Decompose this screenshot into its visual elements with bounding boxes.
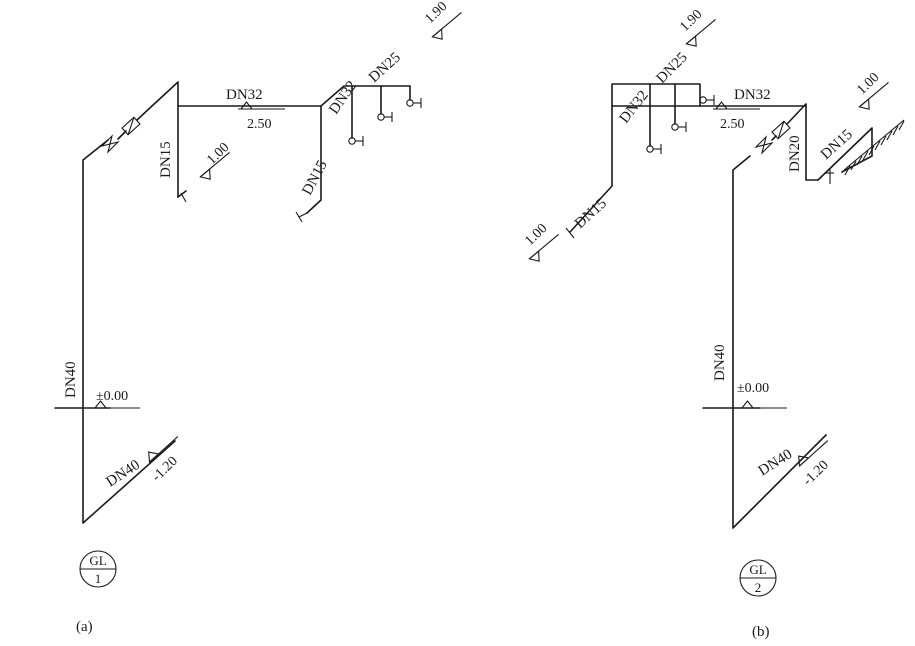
- elevation-mark-buried-b: [798, 440, 829, 468]
- diagram-b: DN40 DN15 DN32 DN25 DN32 DN20 DN15 DN40 …: [522, 7, 905, 640]
- elev-main-b: 2.50: [720, 117, 745, 132]
- pipe-segment-a2: [136, 105, 153, 121]
- elevation-mark-main-a: [238, 101, 285, 110]
- label-branch-right-b: DN15: [818, 127, 856, 163]
- elevation-mark-right-b: [858, 82, 889, 110]
- label-main-top-b: DN32: [734, 87, 771, 103]
- buried-pipe-a: [82, 139, 176, 524]
- system-badge-b: GL 2: [739, 559, 777, 597]
- label-left-upper2-b: DN25: [654, 50, 691, 87]
- elevation-mark-left-a: [199, 152, 230, 180]
- diagram-a: DN40 DN15 DN32 DN15 DN32 DN25 DN40 2.50 …: [54, 0, 462, 635]
- wall-hatch: [843, 119, 905, 176]
- elev-ground-a: ±0.00: [96, 389, 128, 404]
- elevation-mark-main-b: [713, 101, 760, 110]
- elev-right-b: 1.00: [854, 70, 882, 98]
- label-branch-left-a: DN15: [158, 141, 174, 178]
- pipe-segment-b2: [786, 105, 805, 125]
- tap-icon: [565, 227, 575, 239]
- elev-buried-b: -1.20: [800, 458, 831, 489]
- label-riser-a: DN40: [63, 361, 79, 398]
- label-branch-left-b: DN15: [572, 196, 610, 232]
- elev-main-a: 2.50: [247, 117, 272, 132]
- badge-bottom-b: 2: [755, 580, 762, 595]
- system-badge-a: GL 1: [79, 550, 117, 588]
- main-pipe-b: [803, 103, 819, 181]
- elevation-mark-top-left-b: [685, 19, 716, 47]
- pipe-segment-b: [771, 135, 777, 141]
- badge-top-a: GL: [89, 553, 106, 568]
- elevation-mark-ground-a: [92, 400, 140, 409]
- branch-mid-a: [306, 105, 322, 214]
- left-upper-b: [611, 83, 701, 107]
- badge-top-b: GL: [749, 562, 766, 577]
- label-main-top-a: DN32: [226, 87, 263, 103]
- elevation-mark-buried-a: [148, 436, 179, 464]
- gate-valve-icon: [100, 134, 120, 154]
- label-left-upper1-b: DN32: [617, 88, 652, 127]
- caption-a: (a): [76, 619, 93, 635]
- tap-drops-a: [348, 85, 422, 146]
- tap-icon: [180, 192, 187, 203]
- label-buried-a: DN40: [103, 457, 142, 490]
- label-riser-b: DN40: [712, 344, 728, 381]
- tap-drops-b: [646, 83, 715, 154]
- pipe-segment-a: [117, 130, 127, 140]
- elevation-mark-top-right-a: [431, 12, 462, 40]
- elev-left-a: 1.00: [204, 140, 232, 168]
- badge-bottom-a: 1: [95, 571, 102, 586]
- elev-ground-b: ±0.00: [737, 381, 769, 396]
- elevation-mark-ground-b: [739, 400, 787, 409]
- elevation-mark-left-b: [528, 234, 559, 262]
- elev-top-left-b: 1.90: [677, 7, 705, 35]
- label-main-right2-a: DN25: [366, 50, 404, 86]
- label-riser-upper-b: DN20: [787, 135, 803, 172]
- elev-top-right-a: 1.90: [422, 0, 450, 27]
- label-buried-b: DN40: [756, 446, 796, 479]
- gate-valve-icon: [754, 135, 774, 155]
- label-branch-mid-a: DN15: [299, 158, 330, 198]
- branch-left-b: [569, 105, 613, 233]
- main-pipe-a: [151, 81, 411, 107]
- caption-b: (b): [752, 624, 770, 640]
- buried-pipe-b: [732, 155, 827, 529]
